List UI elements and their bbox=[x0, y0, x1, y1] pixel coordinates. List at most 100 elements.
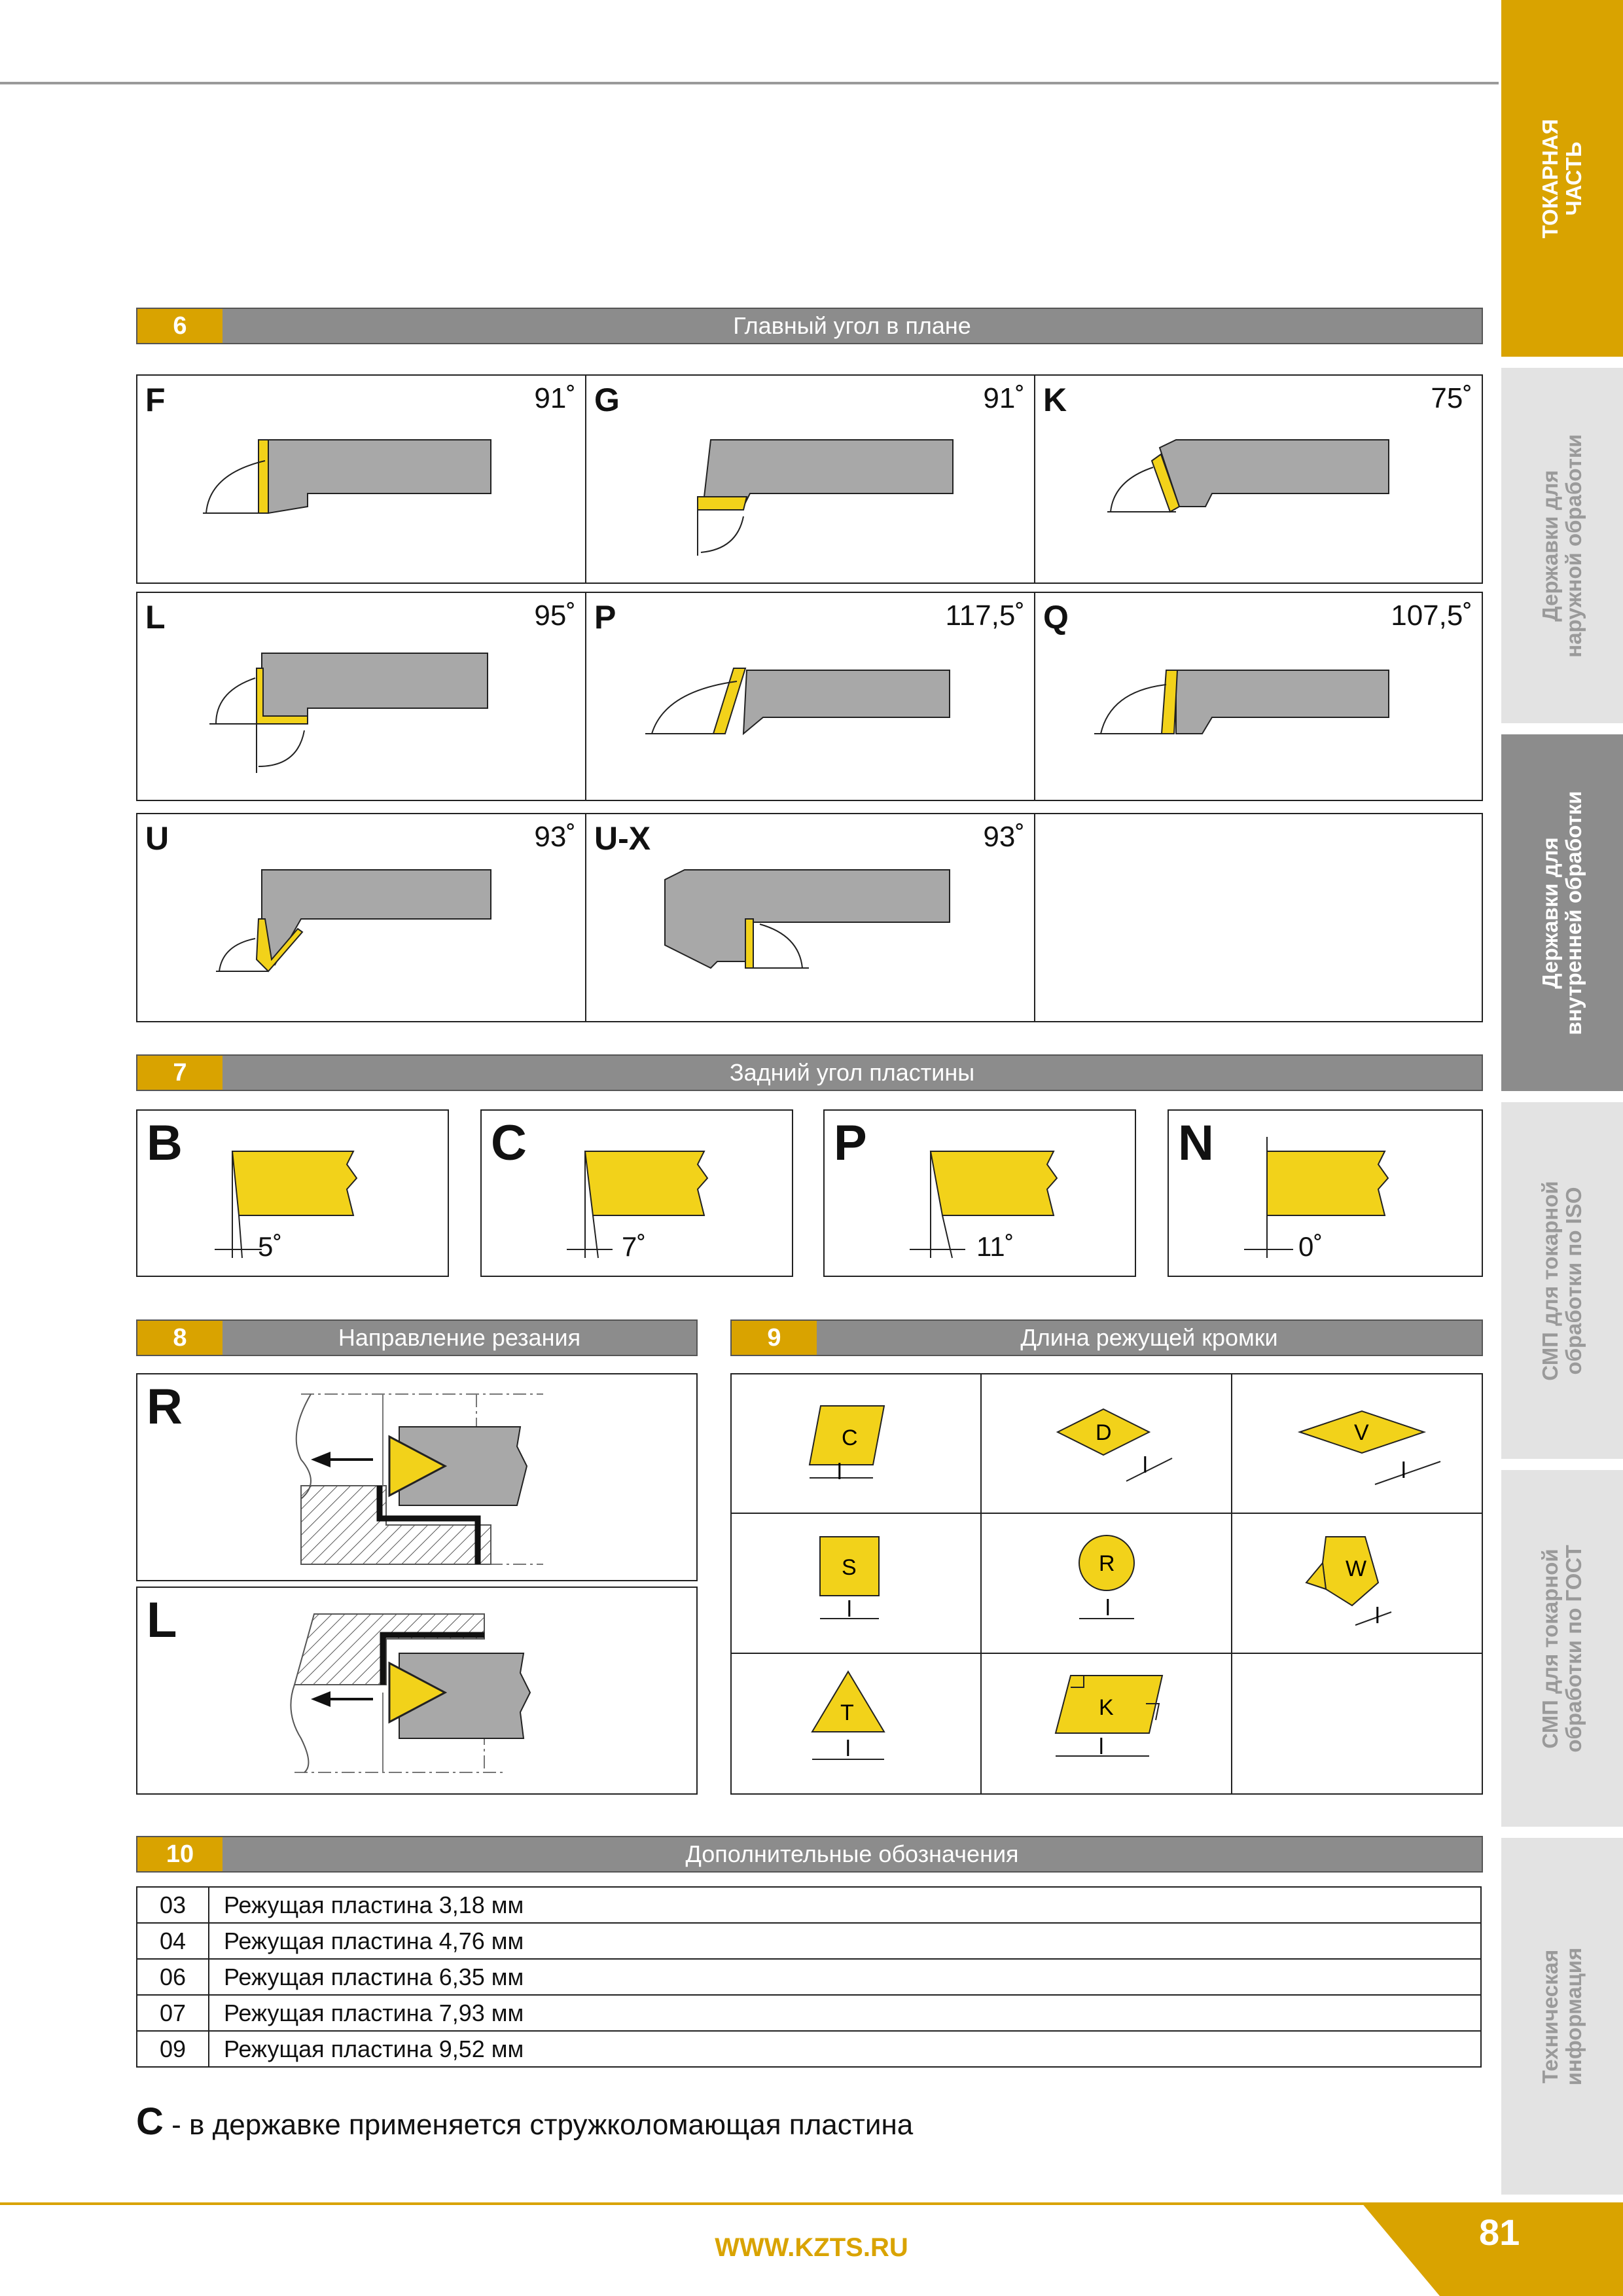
clearance-cell-n: N 0˚ bbox=[1168, 1109, 1483, 1277]
code-letter: C bbox=[491, 1115, 527, 1171]
section-number: 7 bbox=[137, 1056, 223, 1090]
side-tab-internal-holders[interactable]: Державки для внутренней обработки bbox=[1501, 734, 1623, 1091]
code-letter: G bbox=[594, 382, 620, 418]
note-text: - в державке применяется стружколомающая… bbox=[163, 2109, 914, 2141]
dimension-label: l bbox=[1401, 1458, 1406, 1483]
angle-value: 117,5˚ bbox=[945, 600, 1026, 632]
code-letter: R bbox=[147, 1379, 183, 1435]
section-6-header: 6 Главный угол в плане bbox=[136, 308, 1483, 344]
section-title: Длина режущей кромки bbox=[1020, 1324, 1278, 1351]
description-cell: Режущая пластина 6,35 мм bbox=[208, 1958, 1482, 1996]
angle-cell-q: Q 107,5˚ bbox=[1034, 592, 1483, 801]
code-letter: P bbox=[594, 599, 616, 636]
angle-cell-u-x: U-X 93˚ bbox=[585, 813, 1035, 1022]
code-cell: 03 bbox=[136, 1886, 209, 1924]
shape-code: R bbox=[1099, 1551, 1115, 1576]
tool-diagram bbox=[1094, 670, 1389, 734]
clearance-cell-c: C 7˚ bbox=[480, 1109, 793, 1277]
section-title: Задний угол пластины bbox=[729, 1059, 975, 1086]
angle-value: 93˚ bbox=[983, 821, 1025, 853]
code-letter: N bbox=[1178, 1115, 1214, 1171]
tool-diagram bbox=[1107, 439, 1389, 513]
angle-value: 75˚ bbox=[1431, 382, 1472, 414]
shape-code: T bbox=[840, 1700, 854, 1725]
description-cell: Режущая пластина 7,93 мм bbox=[208, 1994, 1482, 2032]
clearance-cell-p: P 11˚ bbox=[823, 1109, 1136, 1277]
code-cell: 07 bbox=[136, 1994, 209, 2032]
insert-diagram bbox=[215, 1151, 358, 1259]
tool-diagram bbox=[664, 869, 950, 969]
code-cell: 06 bbox=[136, 1958, 209, 1996]
angle-cell-u: U 93˚ bbox=[136, 813, 586, 1022]
angle-cell-f: F 91˚ bbox=[136, 374, 586, 584]
tool-diagram bbox=[697, 439, 954, 556]
code-letter: F bbox=[145, 382, 166, 418]
clearance-angle: 5˚ bbox=[258, 1231, 283, 1262]
description-cell: Режущая пластина 4,76 мм bbox=[208, 1922, 1482, 1960]
description-cell: Режущая пластина 3,18 мм bbox=[208, 1886, 1482, 1924]
dimension-label: l bbox=[1375, 1604, 1380, 1628]
cutting-direction-diagram bbox=[295, 1393, 543, 1565]
side-tab-inserts-iso[interactable]: СМП для токарной обработки по ISO bbox=[1501, 1102, 1623, 1459]
angle-value: 91˚ bbox=[534, 382, 576, 414]
code-letter: Q bbox=[1043, 599, 1069, 636]
angle-value: 91˚ bbox=[983, 382, 1025, 414]
edge-length-grid: C l D l V l S l R l W l T l bbox=[730, 1373, 1483, 1795]
code-letter: L bbox=[147, 1592, 177, 1648]
page-number: 81 bbox=[1479, 2212, 1520, 2253]
dimension-label: l bbox=[846, 1736, 851, 1761]
side-tab-turning[interactable]: ТОКАРНАЯ ЧАСТЬ bbox=[1501, 0, 1623, 357]
dimension-label: l bbox=[1099, 1734, 1104, 1759]
shape-code: K bbox=[1099, 1695, 1114, 1720]
page-corner-shape bbox=[1361, 2202, 1623, 2296]
angle-cell-k: K 75˚ bbox=[1034, 374, 1483, 584]
shape-code: V bbox=[1354, 1420, 1369, 1445]
top-rule bbox=[0, 82, 1499, 84]
insert-diagram bbox=[1244, 1137, 1389, 1258]
side-tab-technical-info[interactable]: Техническая информация bbox=[1501, 1838, 1623, 2195]
dimension-label: l bbox=[1143, 1453, 1148, 1478]
angle-cell-p: P 117,5˚ bbox=[585, 592, 1035, 801]
shape-code: C bbox=[842, 1426, 858, 1450]
section-number: 10 bbox=[137, 1837, 223, 1871]
chipbreaker-note: C - в державке применяется стружколомающ… bbox=[136, 2100, 913, 2144]
section-title: Дополнительные обозначения bbox=[685, 1840, 1019, 1867]
footer-url-link[interactable]: WWW.KZTS.RU bbox=[715, 2233, 908, 2262]
code-letter: L bbox=[145, 599, 166, 636]
insert-diagram bbox=[910, 1151, 1058, 1259]
dimension-label: l bbox=[1105, 1596, 1111, 1621]
note-letter: C bbox=[136, 2100, 164, 2143]
section-number: 8 bbox=[137, 1321, 223, 1355]
description-cell: Режущая пластина 9,52 мм bbox=[208, 2030, 1482, 2068]
code-cell: 09 bbox=[136, 2030, 209, 2068]
angle-cell-empty bbox=[1034, 813, 1483, 1022]
clearance-angle: 7˚ bbox=[622, 1231, 647, 1262]
shape-code: W bbox=[1346, 1556, 1366, 1581]
code-letter: U bbox=[145, 820, 169, 857]
tool-diagram bbox=[209, 653, 488, 773]
code-letter: U-X bbox=[594, 820, 651, 857]
angle-value: 107,5˚ bbox=[1391, 600, 1472, 632]
section-10-header: 10 Дополнительные обозначения bbox=[136, 1836, 1483, 1873]
section-9-header: 9 Длина режущей кромки bbox=[730, 1319, 1483, 1356]
shape-code: S bbox=[842, 1555, 857, 1580]
clearance-cell-b: B 5˚ bbox=[136, 1109, 449, 1277]
angle-cell-g: G 91˚ bbox=[585, 374, 1035, 584]
edge-length-diagram: C l D l V l S l R l W l T l bbox=[730, 1373, 1483, 1795]
section-number: 9 bbox=[732, 1321, 817, 1355]
clearance-angle: 11˚ bbox=[976, 1231, 1014, 1262]
shape-code: D bbox=[1096, 1420, 1112, 1445]
tool-diagram bbox=[645, 668, 950, 736]
section-title: Направление резания bbox=[338, 1324, 581, 1351]
tool-diagram bbox=[216, 869, 491, 973]
side-tab-external-holders[interactable]: Державки для наружной обработки bbox=[1501, 368, 1623, 723]
clearance-angle: 0˚ bbox=[1298, 1231, 1323, 1262]
section-number: 6 bbox=[137, 309, 223, 343]
angle-value: 95˚ bbox=[534, 600, 576, 632]
side-tab-inserts-gost[interactable]: СМП для токарной обработки по ГОСТ bbox=[1501, 1470, 1623, 1827]
